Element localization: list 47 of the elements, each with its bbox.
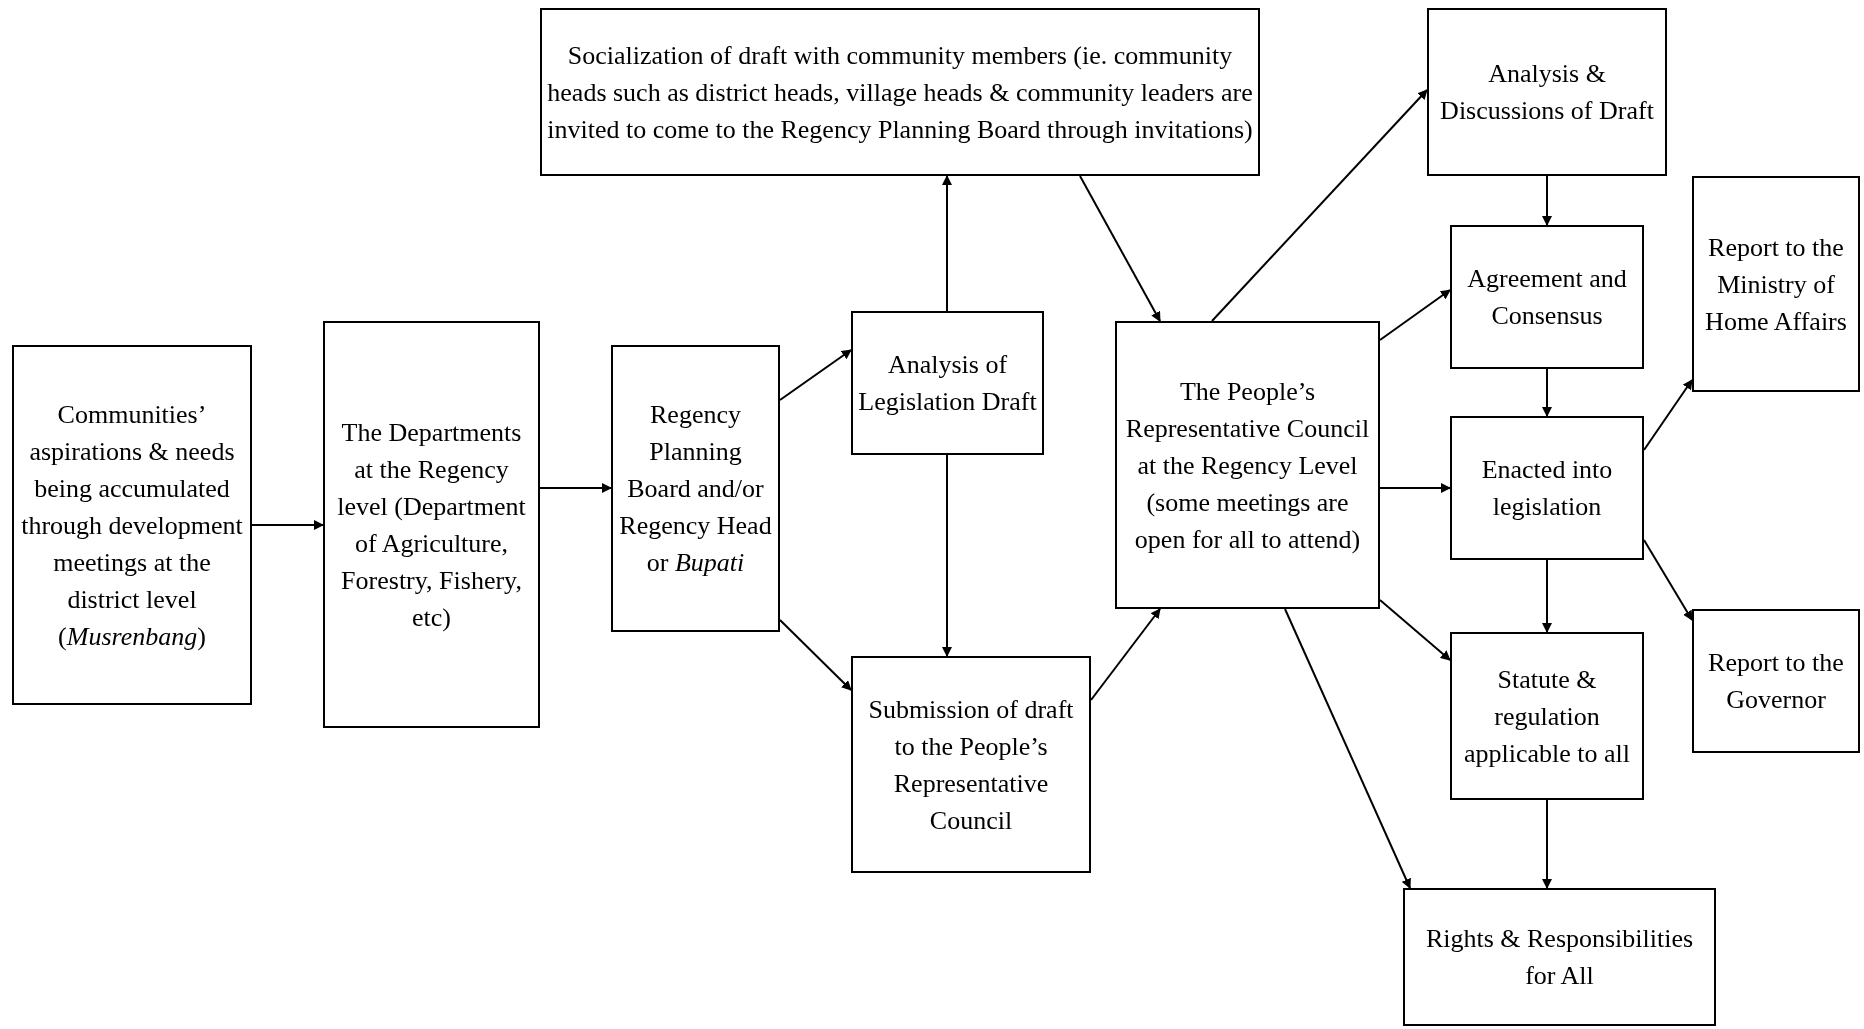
arrow	[1379, 599, 1451, 661]
box-text: Enacted into legislation	[1480, 454, 1614, 523]
arrow	[1542, 559, 1552, 633]
box-text: Analysis of Legislation Draft	[857, 349, 1038, 418]
arrow	[1379, 483, 1451, 493]
arrow	[942, 454, 952, 657]
process-box	[851, 311, 1044, 455]
process-box	[540, 8, 1260, 176]
process-box	[1403, 888, 1716, 1026]
box-text: Socialization of draft with community members (ie. community heads such as district heads, village heads & community leaders are invited to come to the Regency Planning Board through invitations)	[546, 39, 1254, 146]
process-box	[1115, 321, 1380, 609]
box-text: Rights & Responsibilities for All	[1424, 923, 1695, 992]
arrow	[779, 619, 852, 691]
arrow	[1542, 175, 1552, 226]
arrow	[1379, 289, 1451, 341]
box-text: Submission of draft to the People’s Representative Council	[867, 693, 1075, 837]
arrow	[539, 483, 612, 493]
process-box	[1450, 632, 1644, 800]
process-box	[12, 345, 252, 705]
arrow	[1542, 368, 1552, 417]
box-text: Analysis & Discussions of Draft	[1439, 58, 1655, 127]
arrow	[251, 520, 324, 530]
process-box	[1450, 225, 1644, 369]
arrow	[1211, 89, 1428, 322]
arrow	[1542, 799, 1552, 889]
process-box	[611, 345, 780, 632]
arrow	[779, 349, 852, 401]
arrow	[1643, 539, 1693, 621]
arrow	[1090, 608, 1161, 701]
arrow	[1643, 379, 1693, 451]
box-text: Statute & regulation applicable to all	[1462, 663, 1631, 770]
box-text: Report to the Ministry of Home Affairs	[1704, 231, 1848, 338]
box-text: The People’s Representative Council at the Regency Level (some meetings are open for all to attend)	[1124, 375, 1371, 556]
arrow	[1284, 608, 1411, 889]
process-box	[851, 656, 1091, 873]
arrow	[942, 175, 952, 312]
box-text: Report to the Governor	[1707, 647, 1845, 716]
box-text: Agreement and Consensus	[1466, 263, 1628, 332]
arrow	[1079, 175, 1161, 322]
process-box	[1450, 416, 1644, 560]
process-box	[323, 321, 540, 728]
process-box	[1692, 609, 1860, 753]
process-box	[1692, 176, 1860, 392]
box-text: Regency Planning Board and/or Regency Head or Bupati	[618, 399, 773, 579]
box-text: The Departments at the Regency level (Department of Agriculture, Forestry, Fishery, etc)	[336, 416, 527, 634]
box-text: Communities’ aspirations & needs being accumulated through development meetings at the district level (Musrenbang)	[20, 398, 244, 653]
process-box	[1427, 8, 1667, 176]
